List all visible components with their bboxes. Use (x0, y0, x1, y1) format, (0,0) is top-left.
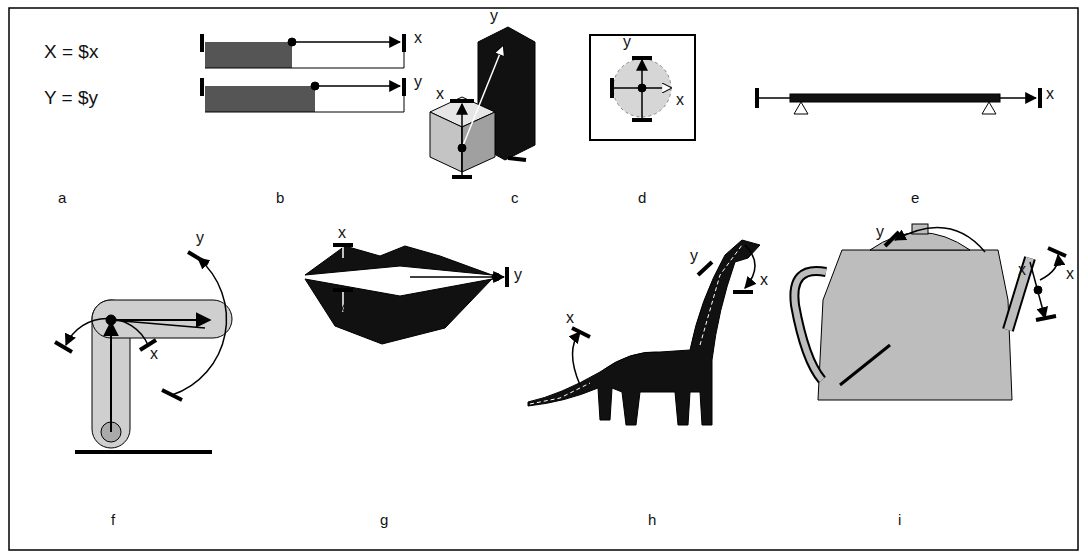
axis-label: y (623, 34, 631, 50)
formula: X = $x (44, 42, 98, 61)
axis-label: y (514, 267, 522, 283)
panel-letter: e (911, 190, 919, 205)
panel-letter: b (276, 190, 284, 205)
panel-letter: a (58, 190, 66, 205)
axis-label: x (338, 300, 346, 316)
panel-letter: d (638, 190, 646, 205)
panel-letter: i (898, 512, 901, 527)
panel-letter: g (380, 512, 388, 527)
axis-label: y (690, 248, 698, 264)
axis-label: x (676, 92, 684, 108)
axis-label: y (196, 230, 204, 246)
axis-label: y (490, 8, 498, 24)
axis-label: y (876, 224, 884, 240)
panel-letter: c (511, 190, 519, 205)
axis-label: x (338, 225, 346, 241)
axis-label: x (1046, 86, 1054, 102)
axis-label: y (414, 74, 422, 90)
axis-label: x (150, 346, 158, 362)
axis-label: x (1018, 262, 1026, 278)
panel-letter: h (648, 512, 656, 527)
axis-label: x (1066, 266, 1074, 282)
panel-letter: f (111, 512, 115, 527)
formula: Y = $y (44, 88, 98, 107)
axis-label: x (566, 310, 574, 326)
axis-label: x (436, 86, 444, 102)
axis-label: x (760, 272, 768, 288)
axis-label: x (414, 30, 422, 46)
